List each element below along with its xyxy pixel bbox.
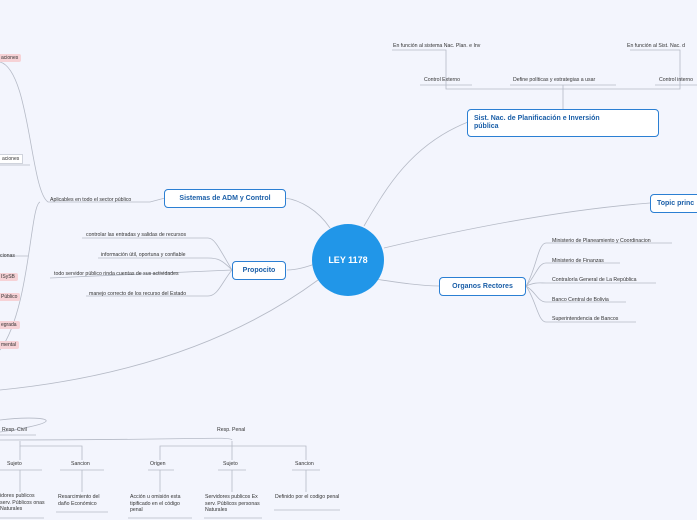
subtopic-organos-3[interactable]: Contraloría General de La República — [552, 277, 637, 284]
node-label: Resp. Civil — [2, 427, 27, 433]
node-label: Origen — [150, 461, 166, 467]
subtopic-label: manejo correcto de los recurso del Estad… — [89, 291, 187, 297]
node-label: Servidores publicos Ex serv. Públicos pe… — [205, 494, 260, 513]
node-penal-origen[interactable]: Origen — [150, 461, 166, 468]
subtopic-propocito-2[interactable]: información útil, oportuna y confiable — [101, 252, 186, 259]
node-penal-sancion[interactable]: Sancion — [295, 461, 314, 468]
node-penal-sujeto-text[interactable]: Servidores publicos Ex serv. Públicos pe… — [205, 494, 265, 514]
topic-organos-rectores[interactable]: Organos Rectores — [439, 277, 526, 296]
left-fragment-plain-1[interactable]: cionas — [0, 253, 15, 260]
topic-propocito-label: Propocito — [242, 266, 276, 274]
subtopic-label: Superintendencia de Bancos — [552, 316, 619, 322]
subtopic-control-interno[interactable]: Control interno — [659, 77, 693, 84]
topic-right-label: Topic princ — [657, 199, 695, 207]
node-civil-sujeto-text[interactable]: idores publicos serv. Públicos onas Natu… — [0, 493, 46, 513]
node-label: Sujeto — [223, 461, 238, 467]
node-penal-sujeto[interactable]: Sujeto — [223, 461, 238, 468]
topic-sist-nac-label: Sist. Nac. de Planificación e Inversión … — [474, 115, 600, 130]
topic-sistemas-adm-control[interactable]: Sistemas de ADM y Control — [164, 189, 286, 208]
node-civil-sancion[interactable]: Sancion — [71, 461, 90, 468]
subtopic-label: En función al Sist. Nac. d — [627, 43, 685, 49]
left-fragment-pink-2[interactable]: ISySB — [0, 273, 18, 281]
subtopic-label: Banco Central de Bolivia — [552, 297, 609, 303]
node-label: Resp. Penal — [217, 427, 246, 433]
left-fragment-box-1[interactable]: aciones — [0, 154, 24, 164]
subtopic-propocito-4[interactable]: manejo correcto de los recurso del Estad… — [89, 291, 186, 298]
node-resp-civil[interactable]: Resp. Civil — [2, 427, 27, 434]
topic-organos-label: Organos Rectores — [452, 282, 513, 290]
node-label: Sancion — [71, 461, 90, 467]
node-label: Acción u omisión esta tipificado en el c… — [130, 494, 181, 513]
left-fragment-pink-5[interactable]: mental — [0, 341, 20, 349]
topic-sist-nac-planificacion[interactable]: Sist. Nac. de Planificación e Inversión … — [467, 109, 659, 137]
subtopic-label: Ministerio de Finanzas — [552, 258, 604, 264]
topic-sistemas-label: Sistemas de ADM y Control — [179, 194, 271, 202]
subtopic-label: Control interno — [659, 77, 694, 83]
left-fragment-pink-4[interactable]: egrada — [0, 321, 20, 329]
fragment-label: egrada — [1, 322, 17, 328]
node-label: Sujeto — [7, 461, 22, 467]
left-fragment-pink-3[interactable]: Público — [0, 293, 21, 301]
subtopic-control-externo[interactable]: Control Externo — [424, 77, 460, 84]
fragment-label: aciones — [2, 156, 20, 162]
subtopic-define-politicas[interactable]: Define políticas y estrategias a usar — [513, 77, 595, 84]
subtopic-aplicables-label: Aplicables en todo el sector público — [50, 197, 132, 203]
topic-principal-right[interactable]: Topic princ — [650, 194, 697, 213]
subtopic-en-funcion-sistema[interactable]: En función al sistema Nac. Plan. e Inv — [393, 43, 480, 50]
node-label: Resarcimiento del daño Económico — [58, 494, 100, 507]
subtopic-label: Control Externo — [424, 77, 461, 83]
subtopic-label: Ministerio de Planeamiento y Coordinacio… — [552, 238, 651, 244]
fragment-label: cionas — [0, 253, 15, 259]
subtopic-organos-1[interactable]: Ministerio de Planeamiento y Coordinacio… — [552, 238, 651, 245]
subtopic-label: Define políticas y estrategias a usar — [513, 77, 596, 83]
subtopic-label: Contraloría General de La República — [552, 277, 637, 283]
subtopic-propocito-3[interactable]: todo servidor público rinda cuentas de s… — [54, 271, 179, 278]
node-resp-penal[interactable]: Resp. Penal — [217, 427, 245, 434]
central-topic-ley-1178[interactable]: LEY 1178 — [312, 224, 384, 296]
fragment-label: mental — [1, 342, 17, 348]
subtopic-propocito-1[interactable]: controlar las entradas y salidas de recu… — [86, 232, 186, 239]
fragment-label: ISySB — [1, 274, 15, 280]
node-civil-sujeto[interactable]: Sujeto — [7, 461, 22, 468]
subtopic-label: todo servidor público rinda cuentas de s… — [54, 271, 179, 277]
subtopic-label: controlar las entradas y salidas de recu… — [86, 232, 187, 238]
subtopic-organos-4[interactable]: Banco Central de Bolivia — [552, 297, 609, 304]
central-topic-label: LEY 1178 — [328, 255, 368, 265]
node-label: Definido por el codigo penal — [275, 494, 340, 500]
node-label: idores publicos serv. Públicos onas Natu… — [0, 493, 45, 512]
fragment-label: Público — [1, 294, 18, 300]
subtopic-organos-2[interactable]: Ministerio de Finanzas — [552, 258, 604, 265]
subtopic-en-funcion-sist-nac[interactable]: En función al Sist. Nac. d — [627, 43, 685, 50]
node-label: Sancion — [295, 461, 314, 467]
node-penal-sancion-text[interactable]: Definido por el codigo penal — [275, 494, 341, 501]
topic-propocito[interactable]: Propocito — [232, 261, 286, 280]
subtopic-aplicables[interactable]: Aplicables en todo el sector público — [50, 197, 131, 204]
subtopic-label: información útil, oportuna y confiable — [101, 252, 186, 258]
node-penal-origen-text[interactable]: Acción u omisión esta tipificado en el c… — [130, 494, 194, 514]
subtopic-label: En función al sistema Nac. Plan. e Inv — [393, 43, 481, 49]
left-fragment-pink-1[interactable]: aciones — [0, 54, 22, 62]
fragment-label: aciones — [1, 55, 19, 61]
node-civil-sancion-text[interactable]: Resarcimiento del daño Económico — [58, 494, 110, 507]
subtopic-organos-5[interactable]: Superintendencia de Bancos — [552, 316, 618, 323]
